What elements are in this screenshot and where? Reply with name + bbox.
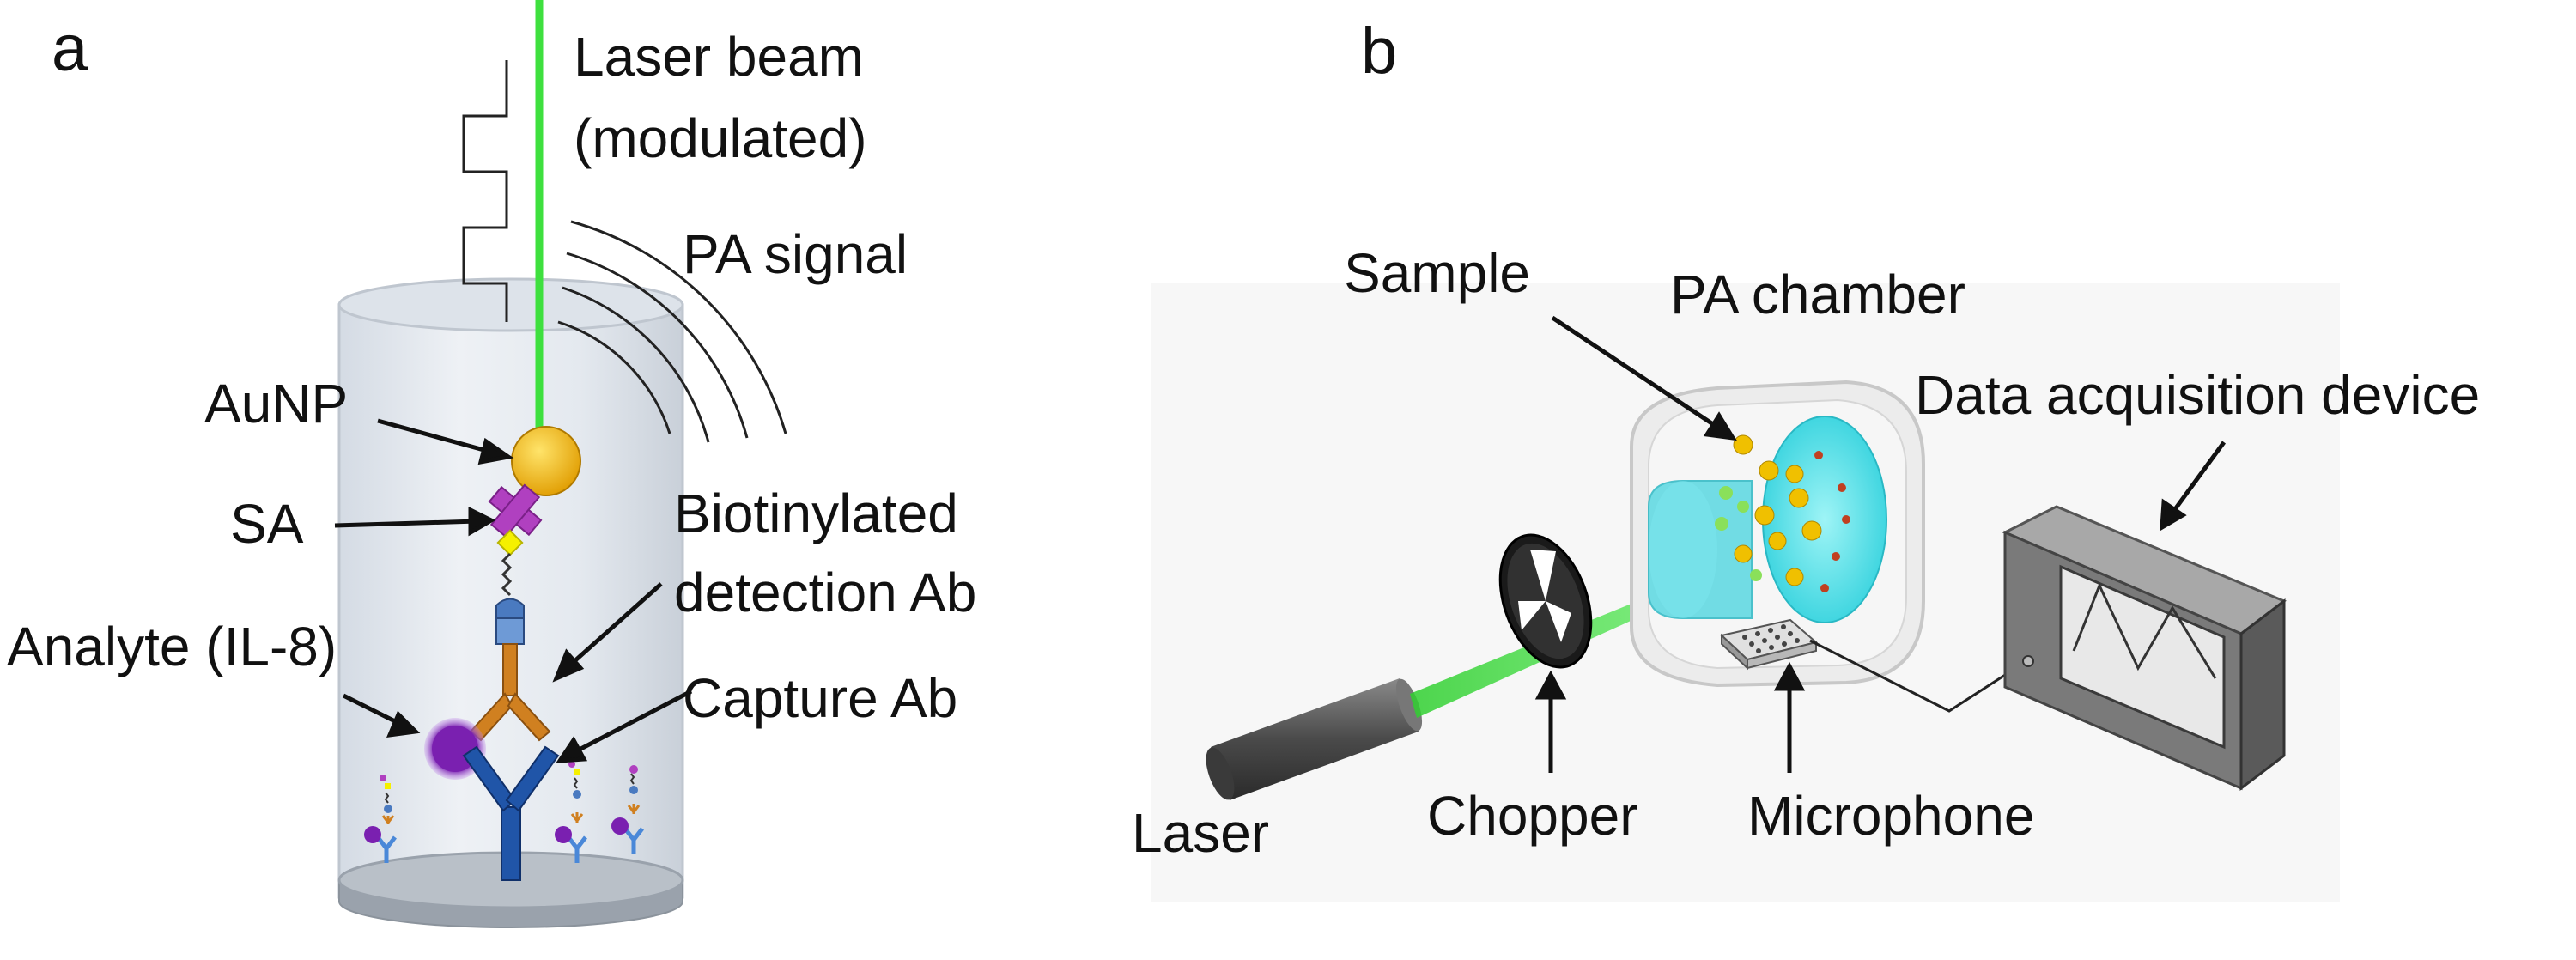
- biotin-square: [496, 529, 524, 556]
- label-aunp: AuNP: [204, 373, 348, 434]
- panel-a: a: [7, 0, 976, 928]
- chopper-wheel: [1498, 533, 1593, 669]
- sample-particles: [1715, 434, 1850, 592]
- label-chopper: Chopper: [1427, 785, 1638, 847]
- label-data-acquisition: Data acquisition device: [1915, 364, 2480, 426]
- panel-b-arrows: [1534, 315, 2227, 773]
- label-laser-beam-1: Laser beam: [574, 26, 864, 88]
- label-laser-beam-2: (modulated): [574, 107, 867, 169]
- panel-b-letter: b: [1361, 15, 1397, 88]
- small-complex-right: [611, 765, 644, 854]
- panel-b: b: [1132, 15, 2480, 902]
- label-sample: Sample: [1344, 242, 1530, 304]
- label-microphone: Microphone: [1747, 785, 2034, 847]
- small-complex-mid: [555, 761, 587, 863]
- panel-a-arrows: [334, 418, 693, 763]
- label-pa-signal: PA signal: [683, 223, 908, 285]
- label-capture-ab: Capture Ab: [683, 667, 957, 729]
- label-laser: Laser: [1132, 802, 1269, 864]
- capture-antibody: [462, 745, 560, 881]
- microphone-cable: [1809, 639, 2027, 713]
- pa-signal-arcs: [557, 220, 787, 443]
- label-biotinylated-1: Biotinylated: [674, 483, 958, 544]
- label-analyte: Analyte (IL-8): [7, 616, 337, 677]
- label-biotinylated-2: detection Ab: [674, 562, 976, 623]
- aunp-particle: [511, 426, 581, 496]
- laser-device: [1206, 678, 1423, 800]
- panel-a-letter: a: [52, 12, 88, 85]
- label-sa: SA: [230, 493, 304, 555]
- detection-antibody: [469, 598, 551, 742]
- streptavidin-cross: [488, 483, 543, 538]
- small-complex-left: [364, 775, 397, 863]
- modulation-square-wave: [462, 60, 508, 322]
- label-pa-chamber: PA chamber: [1670, 264, 1965, 325]
- data-acquisition-device: [2002, 505, 2287, 792]
- biotin-linker: [501, 552, 513, 597]
- pa-chamber: [1630, 380, 1925, 688]
